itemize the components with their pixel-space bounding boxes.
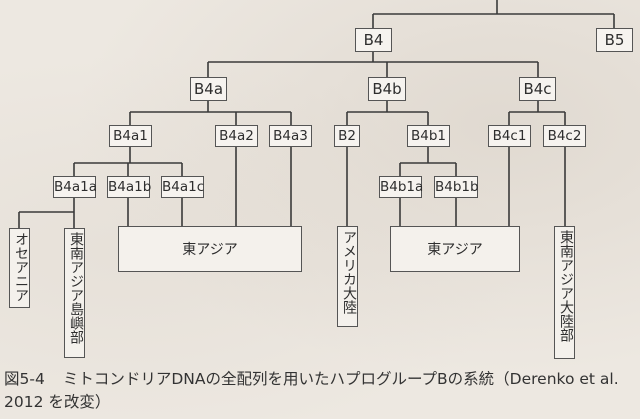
node-b5: B5 [596,28,633,52]
node-b4b1a: B4b1a [379,176,423,198]
node-b4a: B4a [190,77,227,101]
node-b4b1: B4b1 [407,125,450,147]
figure-number: 図5-4 [4,370,45,388]
caption-text: ミトコンドリアDNAの全配列を用いたハプログループBの系統（Derenko et… [4,370,619,411]
node-b4b1b: B4b1b [434,176,479,198]
node-b4: B4 [355,28,392,52]
region-east-asia-2: 東アジア [390,226,520,272]
node-b4a3: B4a3 [269,125,312,147]
node-b4c2: B4c2 [543,125,586,147]
node-b4a2: B4a2 [215,125,258,147]
node-b4b: B4b [368,77,406,101]
node-b4a1b: B4a1b [107,176,151,198]
node-b4a1c: B4a1c [161,176,204,198]
node-b4a1: B4a1 [109,125,152,147]
node-b4c1: B4c1 [488,125,531,147]
region-americas: アメリカ大陸 [337,226,358,327]
node-b4c: B4c [519,77,556,101]
node-b4a1a: B4a1a [53,176,97,198]
region-southeast-asia-mainland: 東南アジア大陸部 [554,226,575,359]
node-b2: B2 [334,125,360,147]
region-east-asia-1: 東アジア [118,226,302,272]
region-southeast-asia-islands: 東南アジア島嶼部 [64,228,85,358]
region-oceania: オセアニア [9,228,30,308]
